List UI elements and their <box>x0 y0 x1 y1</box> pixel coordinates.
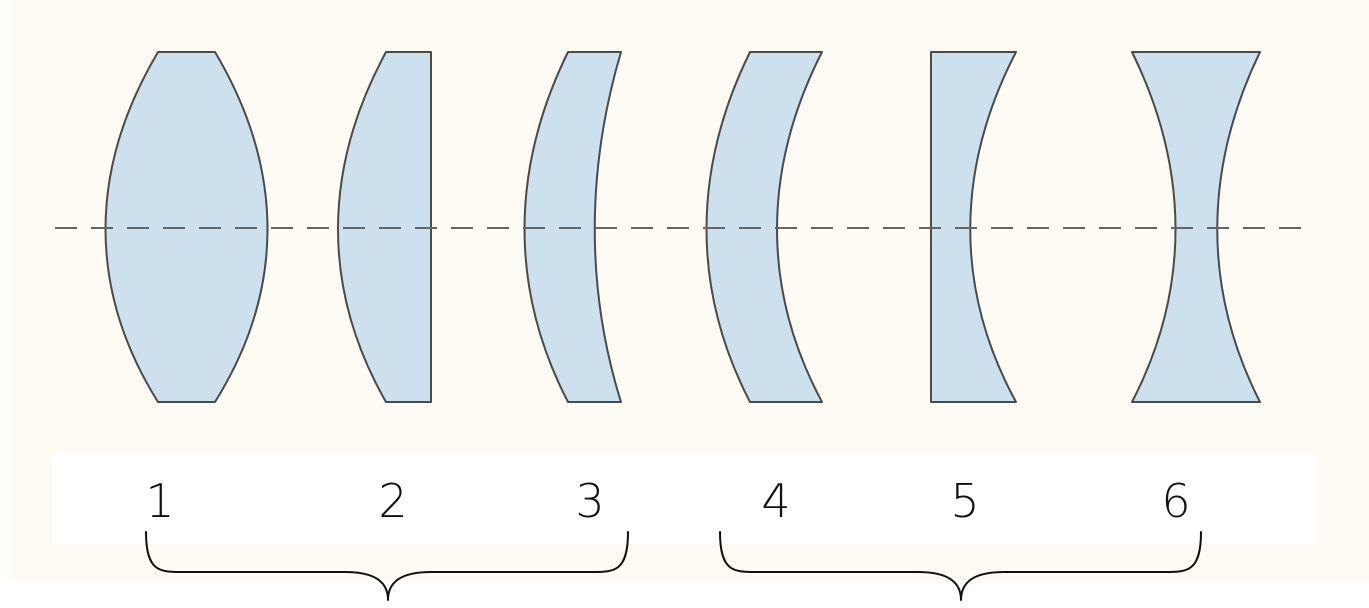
lens-3-label: 3 <box>575 474 604 528</box>
lens-6-label: 6 <box>1161 474 1190 528</box>
lens-5-label: 5 <box>950 474 979 528</box>
lens-4-label: 4 <box>761 474 790 528</box>
group-brace-right <box>719 531 1202 601</box>
lens-4-negative-meniscus <box>705 51 823 403</box>
lens-1-label: 1 <box>145 474 174 528</box>
lens-1-biconvex <box>104 51 269 403</box>
lens-5-plano-concave <box>930 51 1017 403</box>
group-brace-left <box>145 531 629 601</box>
label-strip <box>52 452 1317 544</box>
lens-6-biconcave <box>1131 51 1261 403</box>
lens-2-label: 2 <box>378 474 407 528</box>
